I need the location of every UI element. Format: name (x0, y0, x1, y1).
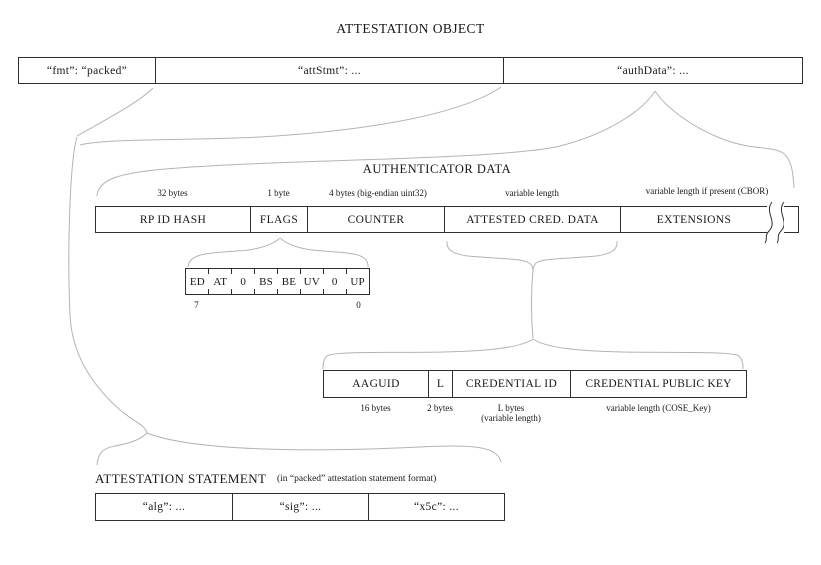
credential-id-size-line1: L bytes (497, 403, 525, 413)
flag-bit-up: UP (345, 269, 369, 294)
authdata-cell: “authData”: ... (503, 58, 802, 83)
credential-id-cell: CREDENTIAL ID (452, 371, 570, 397)
attested-funnel-right-curve (532, 240, 618, 272)
attested-funnel-left-curve (446, 240, 534, 272)
flag-bit-be: BE (277, 269, 301, 294)
flags-size-label: 1 byte (267, 188, 290, 198)
aaguid-cell: AAGUID (352, 378, 400, 390)
attestation-statement-subheading: (in “packed” attestation statement forma… (277, 474, 437, 484)
flags-msb-number: 7 (194, 300, 199, 310)
flags-lsb-number: 0 (356, 300, 361, 310)
aaguid-brace-right-arm (532, 338, 744, 370)
credential-id-size-label: L bytes (variable length) (452, 403, 570, 423)
aaguid-brace-left-arm (322, 338, 534, 370)
extensions-cell: EXTENSIONS (620, 207, 767, 232)
fmt-cell: “fmt”: “packed” (46, 64, 128, 77)
length-cell: L (428, 371, 452, 397)
sig-cell: “sig”: ... (232, 494, 368, 520)
counter-size-label: 4 bytes (big-endian uint32) (329, 188, 427, 198)
attestation-statement-heading: ATTESTATION STATEMENT (95, 471, 267, 486)
rp-id-hash-cell: RP ID HASH (139, 213, 207, 226)
flag-bit-ed: ED (189, 275, 205, 288)
flag-bit-rfu0: 0 (322, 269, 346, 294)
extensions-size-label: variable length if present (CBOR) (645, 186, 769, 196)
attestation-statement-row: “alg”: ... “sig”: ... “x5c”: ... (95, 493, 505, 521)
flags-brace-left-arm (187, 237, 281, 268)
attested-cred-data-cell: ATTESTED CRED. DATA (444, 207, 620, 232)
attested-stem-curve (531, 269, 534, 339)
flags-bit-box: ED AT 0 BS BE UV 0 UP (185, 268, 370, 295)
attstmt-stem-curve (68, 136, 148, 434)
attestation-brace-right-arm (146, 432, 502, 463)
attested-credential-data-row: AAGUID L CREDENTIAL ID CREDENTIAL PUBLIC… (323, 370, 747, 398)
attestation-object-row: “fmt”: “packed” “attStmt”: ... “authData… (18, 57, 803, 84)
credential-id-size-line2: (variable length) (481, 413, 541, 423)
flags-brace-right-arm (279, 237, 369, 268)
flag-bit-uv: UV (299, 269, 323, 294)
x5c-cell: “x5c”: ... (368, 494, 504, 520)
attested-cred-size-label: variable length (505, 188, 559, 198)
attstmt-funnel-right-curve (79, 86, 502, 146)
extensions-torn-sliver (784, 206, 799, 233)
credential-public-key-cell: CREDENTIAL PUBLIC KEY (570, 371, 746, 397)
counter-cell: COUNTER (307, 207, 444, 232)
authdata-brace-left-arm (96, 90, 656, 197)
length-size-label: 2 bytes (427, 403, 453, 413)
attstmt-cell: “attStmt”: ... (155, 58, 503, 83)
authenticator-data-heading: AUTHENTICATOR DATA (362, 162, 512, 176)
aaguid-size-label: 16 bytes (360, 403, 391, 413)
rp-id-hash-size-label: 32 bytes (157, 188, 188, 198)
flag-bit-rfu1: 0 (231, 269, 255, 294)
diagram-title: ATTESTATION OBJECT (336, 21, 485, 36)
authenticator-data-row: RP ID HASH FLAGS COUNTER ATTESTED CRED. … (95, 206, 767, 233)
attstmt-funnel-left-curve (76, 87, 154, 137)
alg-cell: “alg”: ... (142, 501, 186, 513)
flag-bit-bs: BS (254, 269, 278, 294)
credential-public-key-size-label: variable length (COSE_Key) (606, 403, 711, 413)
attestation-brace-left-arm (96, 432, 148, 466)
flags-cell: FLAGS (250, 207, 307, 232)
authdata-brace-right-arm (654, 90, 795, 189)
flag-bit-at: AT (208, 269, 232, 294)
